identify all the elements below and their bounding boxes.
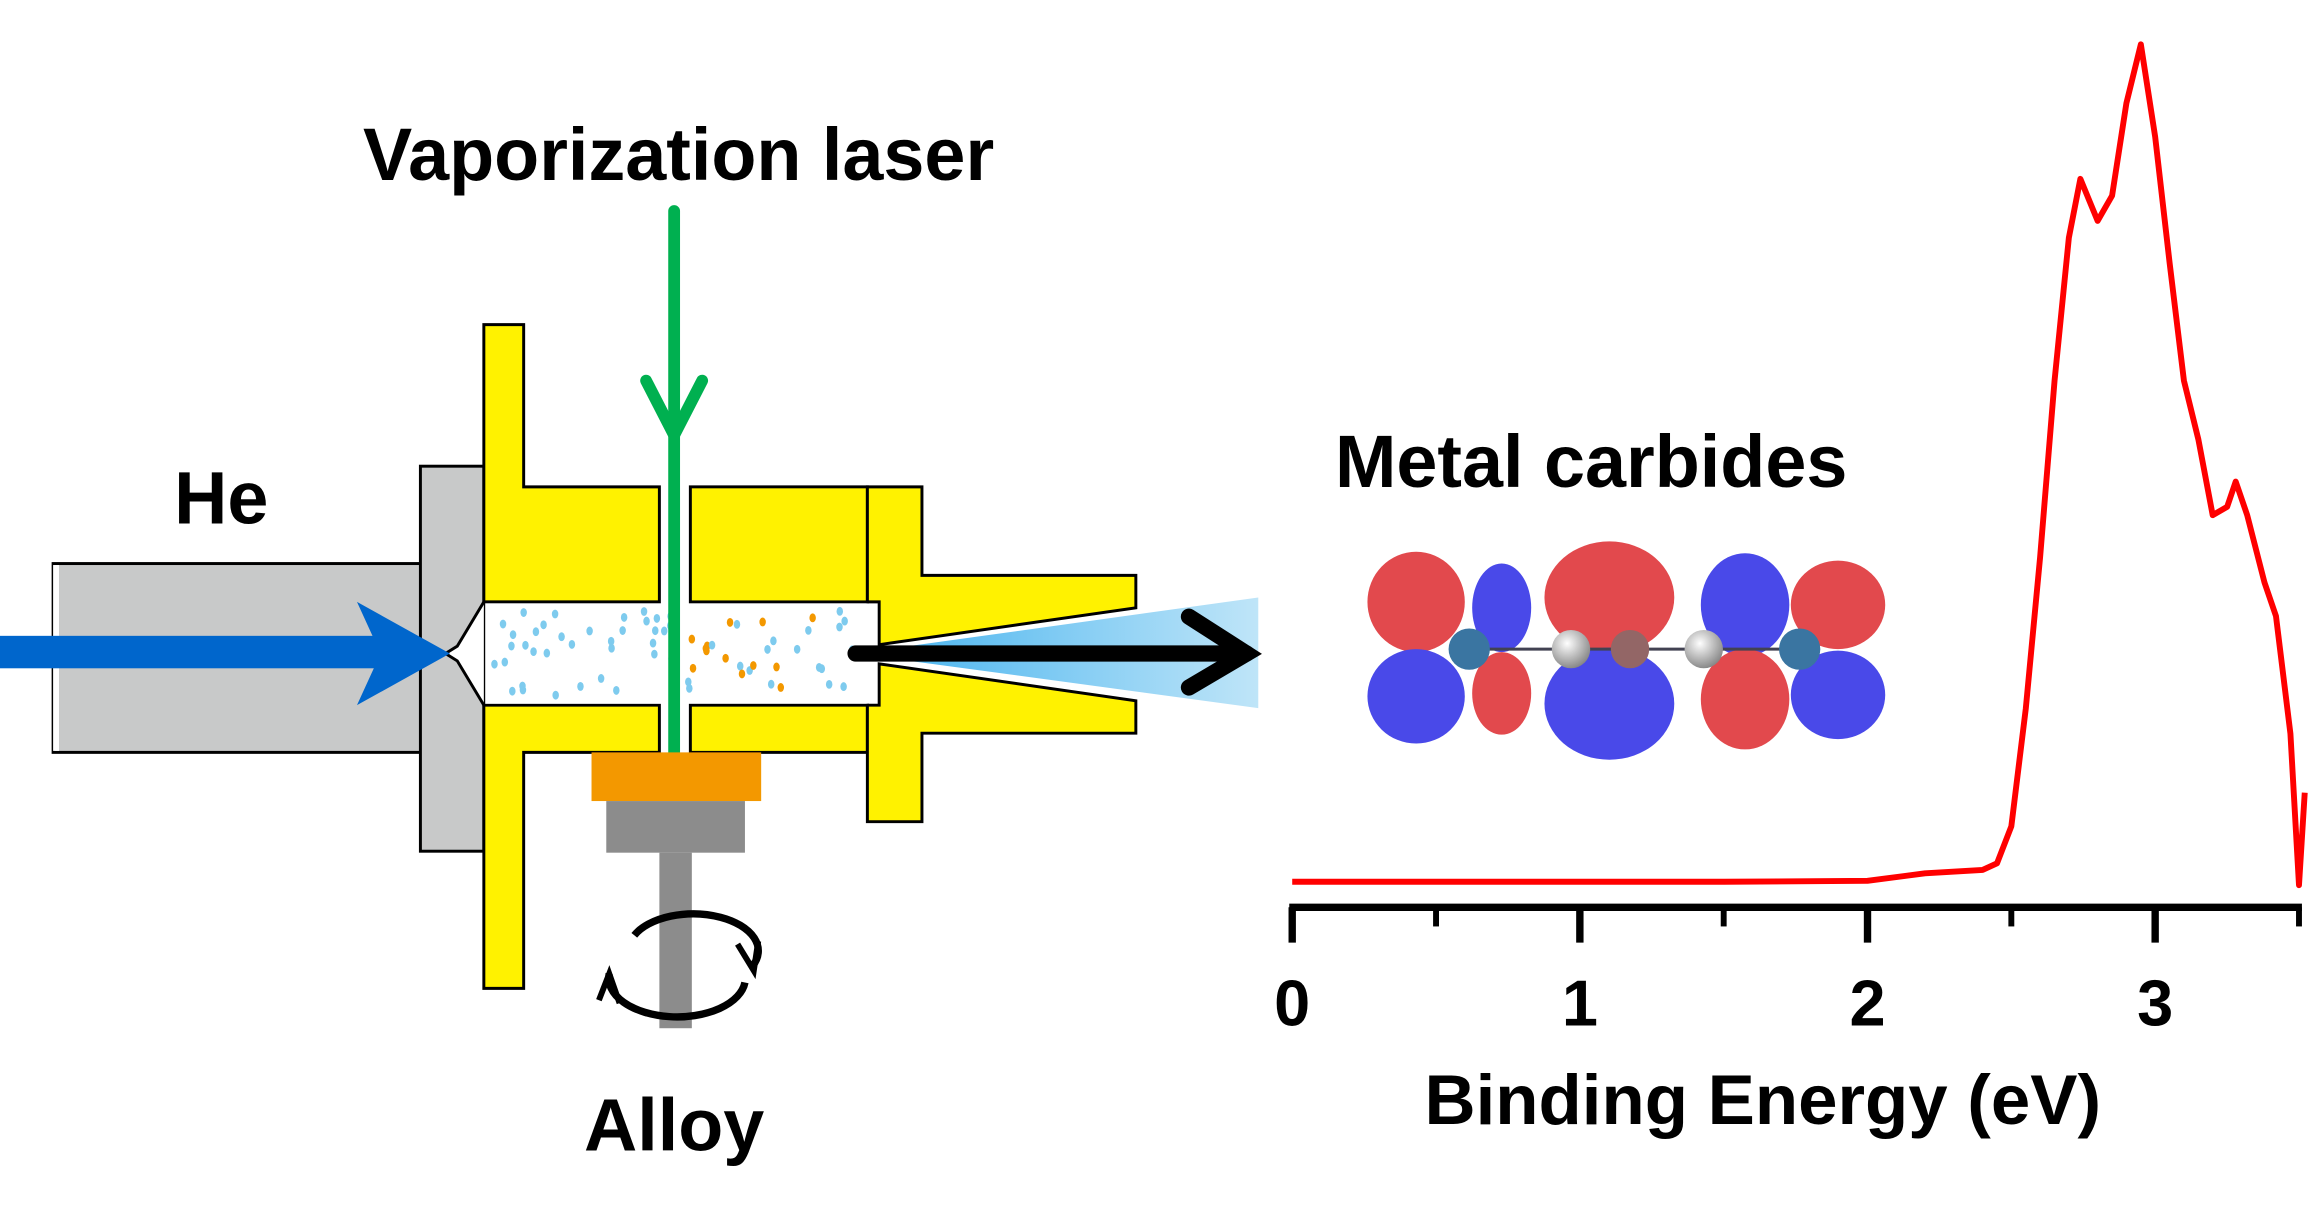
particle [643, 616, 650, 626]
particle [649, 638, 657, 648]
lower-nozzle [865, 662, 1138, 824]
particle [661, 626, 668, 636]
particle [825, 679, 833, 689]
particle [597, 674, 605, 683]
rotation-rod [659, 852, 692, 1029]
carbon-atom [1610, 629, 1650, 669]
particle [750, 661, 757, 670]
particle [519, 685, 527, 695]
target-holder [606, 801, 745, 853]
particle [613, 685, 620, 695]
spectrum-chart: Metal carbides 0 1 2 3 Binding Energy (eV) [1274, 41, 2308, 1140]
particle [793, 644, 801, 654]
alloy-target [591, 752, 762, 802]
particle [651, 649, 658, 659]
particle [499, 619, 507, 629]
particle [552, 690, 559, 700]
particle [777, 683, 785, 692]
particle [508, 641, 515, 651]
molecular-orbital-image [1367, 541, 1886, 760]
particle [841, 616, 848, 626]
metal-atom [1448, 628, 1490, 670]
laser-label: Vaporization laser [363, 113, 994, 196]
laser-beam [640, 205, 709, 759]
particle [722, 653, 729, 663]
beam-output-arrow [847, 608, 1262, 696]
particle [532, 627, 540, 637]
particle [836, 606, 844, 616]
metal-atom [1779, 628, 1821, 670]
lower-right-block [688, 703, 869, 754]
particle [652, 626, 659, 636]
particle [767, 679, 775, 689]
x-tick-label: 3 [2137, 966, 2173, 1039]
particle [640, 607, 648, 616]
particle [836, 622, 843, 632]
particle [551, 609, 559, 619]
product-label: Metal carbides [1335, 420, 1847, 503]
particle [738, 669, 746, 679]
x-tick-label: 0 [1274, 966, 1310, 1039]
particle [491, 659, 498, 669]
particle [708, 640, 716, 650]
particle [558, 632, 565, 642]
particle [764, 644, 771, 654]
particle [530, 647, 537, 657]
particle [818, 664, 826, 674]
particle [686, 683, 693, 693]
particle [688, 634, 696, 644]
particle [759, 617, 766, 627]
lower-left-flange [482, 703, 661, 990]
rotation-arrow-icon [596, 910, 762, 1021]
particle [773, 662, 780, 672]
upper-left-flange [482, 323, 661, 604]
carbon-atom [1684, 629, 1723, 669]
particle [540, 620, 547, 630]
particle [577, 682, 584, 691]
source-body [482, 323, 1138, 990]
particle [608, 643, 615, 653]
particle [522, 640, 529, 650]
particle [726, 617, 734, 627]
particle [809, 613, 816, 623]
particle [568, 639, 576, 649]
particle [653, 614, 661, 623]
particle [586, 626, 593, 636]
particle [607, 636, 615, 646]
particle [840, 682, 847, 692]
gas-flow-arrow [0, 601, 450, 706]
x-axis: 0 1 2 3 [1274, 903, 2302, 1039]
carbon-atom [1551, 629, 1591, 669]
particle [733, 619, 741, 629]
particle [509, 630, 517, 640]
particle [770, 636, 777, 646]
particle [703, 646, 710, 656]
particle [509, 686, 516, 696]
cluster-source-schematic: Vaporization laser He Alloy [0, 113, 1262, 1167]
x-tick-label: 1 [1562, 966, 1598, 1039]
gas-label: He [174, 457, 268, 540]
spectrum-line [1292, 41, 2308, 889]
particle [689, 663, 697, 673]
particle [736, 661, 744, 671]
particle [619, 626, 626, 635]
target-label: Alloy [584, 1084, 764, 1167]
upper-right-block [688, 485, 869, 604]
x-tick-label: 2 [1849, 966, 1885, 1039]
particle [543, 648, 551, 658]
particle [501, 657, 509, 667]
particle [620, 612, 628, 622]
particle [805, 625, 812, 635]
upper-nozzle [865, 485, 1138, 647]
x-axis-title: Binding Energy (eV) [1425, 1061, 2102, 1140]
particle [520, 608, 527, 617]
